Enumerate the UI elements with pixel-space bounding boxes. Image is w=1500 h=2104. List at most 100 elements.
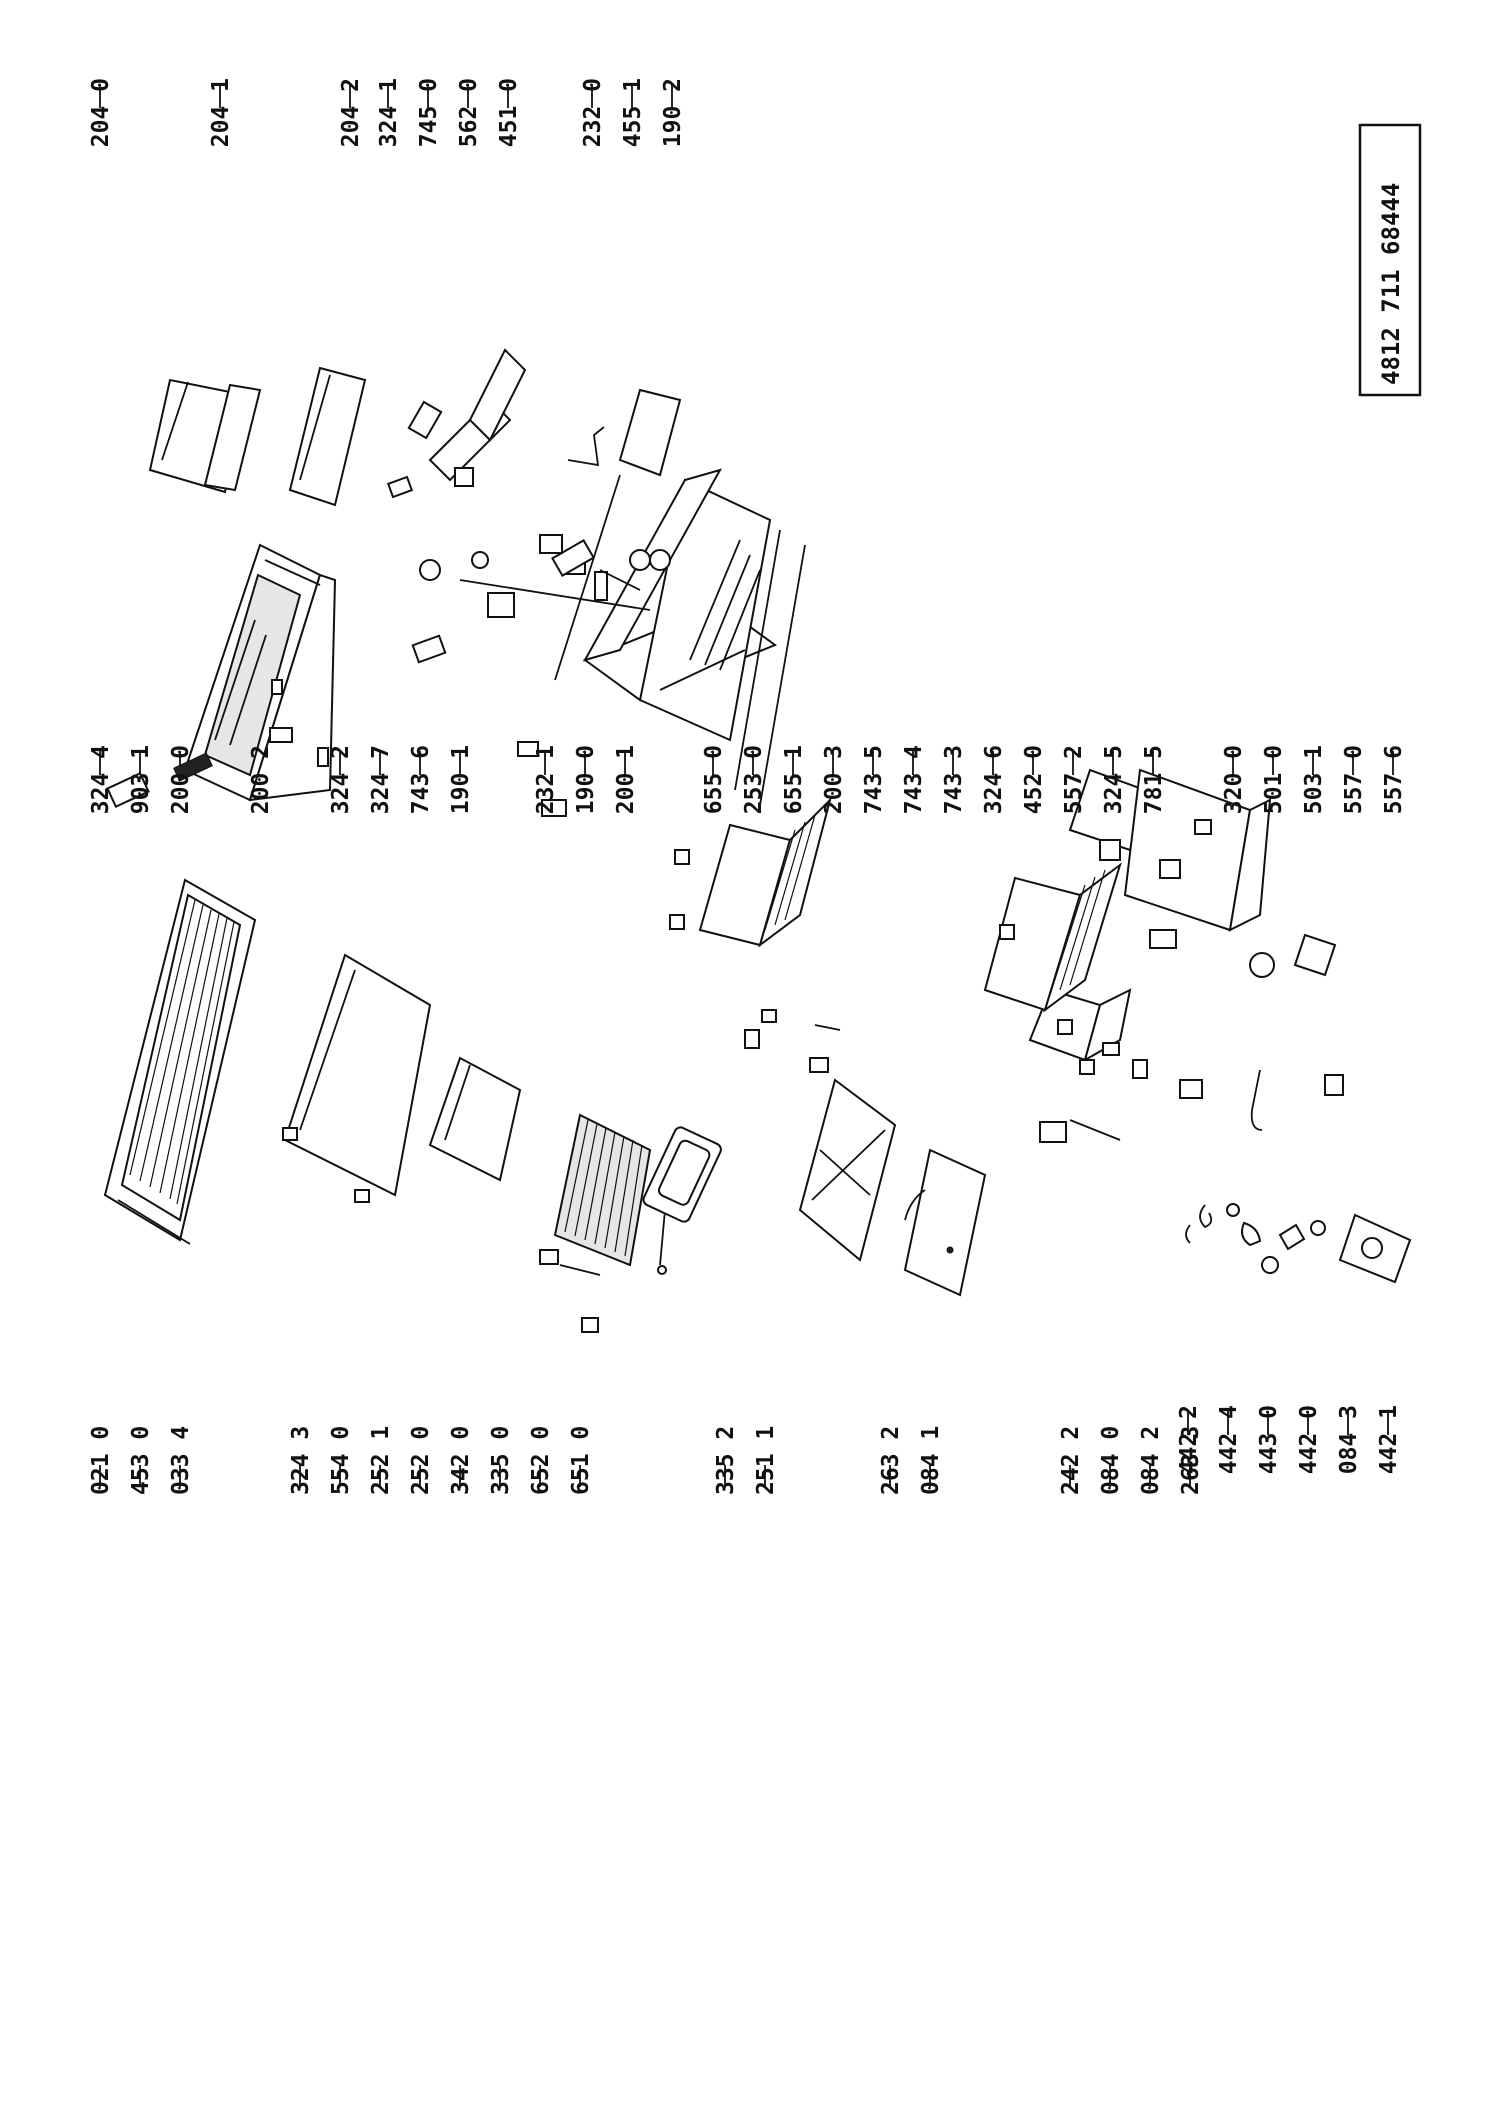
part-label: 655 1: [781, 745, 807, 814]
rail-set-part: [148, 366, 367, 507]
part-label: 557 2: [1061, 745, 1087, 814]
part-label: 084 2: [1138, 1426, 1164, 1495]
part-number-text: 4812 711 68444: [1377, 183, 1405, 385]
latch-part: [517, 741, 539, 757]
switch-part: [1149, 929, 1177, 949]
part-label: 200 0: [168, 745, 194, 814]
part-label: 453 0: [128, 1426, 154, 1495]
part-label: 335 0: [488, 1426, 514, 1495]
clip-part: [269, 727, 293, 743]
stud-part: [271, 679, 283, 695]
part-label: 200 1: [613, 745, 639, 814]
part-label: 451 0: [496, 78, 522, 147]
cable-part: [1250, 1069, 1263, 1131]
part-label: 342 0: [448, 1426, 474, 1495]
leader-lines: [99, 84, 1394, 1487]
part-label: 743 6: [408, 745, 434, 814]
drip-tray-part: [798, 1078, 897, 1262]
part-label: 200 3: [821, 745, 847, 814]
part-label: 452 0: [1021, 745, 1047, 814]
spring-part: [761, 1009, 777, 1023]
part-label: 021 0: [88, 1426, 114, 1495]
small-shelf-part: [428, 1056, 522, 1182]
part-label: 557 0: [1341, 745, 1367, 814]
part-label: 084 0: [1098, 1426, 1124, 1495]
part-label: 324 3: [288, 1426, 314, 1495]
heater-coil-part: [642, 1126, 722, 1275]
cover-plate-part: [903, 1148, 987, 1297]
part-label: 501 0: [1261, 745, 1287, 814]
clip-b-part: [809, 1057, 829, 1073]
part-label: 442 0: [1296, 1405, 1322, 1474]
fan-assembly-part: [386, 348, 682, 611]
evaporator-part: [539, 1113, 652, 1333]
basket-upper-part: [669, 796, 832, 948]
part-label: 324 6: [981, 745, 1007, 814]
basket-lower-part: [983, 862, 1122, 1141]
part-label: 252 0: [408, 1426, 434, 1495]
part-label: 232 0: [580, 78, 606, 147]
lamp-part: [1132, 1059, 1148, 1079]
knob-part: [1102, 1042, 1120, 1056]
part-label: 242 2: [1058, 1426, 1084, 1495]
part-label: 263 2: [878, 1426, 904, 1495]
part-label: 232 1: [533, 745, 559, 814]
part-label: 253 0: [741, 745, 767, 814]
wire-part: [814, 1024, 841, 1031]
part-label: 743 3: [941, 745, 967, 814]
part-label: 442 1: [1376, 1405, 1402, 1474]
cover-b-part: [1293, 933, 1337, 977]
part-label: 084 1: [918, 1426, 944, 1495]
part-label: 503 1: [1301, 745, 1327, 814]
part-label: 190 0: [573, 745, 599, 814]
part-label: 651 0: [568, 1426, 594, 1495]
hinge-small-parts: [1185, 1203, 1412, 1284]
part-label: 455 1: [620, 78, 646, 147]
socket-part: [1324, 1074, 1344, 1096]
part-label: 743 4: [901, 745, 927, 814]
part-label: 554 0: [328, 1426, 354, 1495]
part-label: 200 2: [248, 745, 274, 814]
part-label: 562 0: [456, 78, 482, 147]
part-label: 655 0: [701, 745, 727, 814]
rail-part: [594, 571, 608, 601]
cover-part: [551, 538, 595, 578]
part-label: 324 4: [88, 745, 114, 814]
part-label: 781 5: [1141, 745, 1167, 814]
freezer-compartment-part: [183, 543, 337, 802]
part-label: 743 5: [861, 745, 887, 814]
part-label: 442 2: [1176, 1405, 1202, 1474]
glass-shelf-part: [282, 953, 432, 1203]
part-label: 251 1: [753, 1426, 779, 1495]
part-label: 442 4: [1216, 1405, 1242, 1474]
holder-part: [411, 634, 447, 664]
hook-part: [744, 1029, 760, 1049]
support-part: [487, 592, 515, 618]
sensor-part: [1099, 839, 1121, 861]
part-label: 204 0: [88, 78, 114, 147]
part-label: 324 1: [376, 78, 402, 147]
control-panel-part: [1123, 768, 1272, 932]
cap-part: [541, 799, 567, 817]
part-label: 263 3: [1178, 1426, 1204, 1495]
part-label: 324 7: [368, 745, 394, 814]
part-label: 652 0: [528, 1426, 554, 1495]
part-label: 190 1: [448, 745, 474, 814]
part-label: 324 5: [1101, 745, 1127, 814]
plug-b-part: [1179, 1079, 1203, 1099]
bracket-part: [106, 772, 150, 808]
thermostat-part: [1249, 952, 1275, 978]
wire-shelf-part: [103, 878, 257, 1245]
part-label: 324 2: [328, 745, 354, 814]
part-label: 033 4: [168, 1426, 194, 1495]
grille-part: [173, 752, 213, 782]
part-label: 903 1: [128, 745, 154, 814]
part-label: 084 3: [1336, 1405, 1362, 1474]
part-label: 204 2: [338, 78, 364, 147]
part-label: 443 0: [1256, 1405, 1282, 1474]
part-label: 252 1: [368, 1426, 394, 1495]
part-label: 557 6: [1381, 745, 1407, 814]
